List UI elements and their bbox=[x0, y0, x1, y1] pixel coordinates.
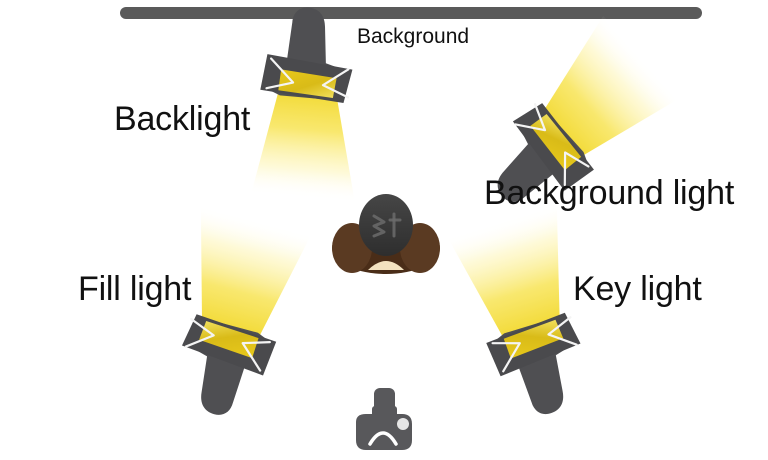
background-light-beam bbox=[536, 15, 679, 162]
label-background: Background bbox=[357, 25, 470, 48]
key-light-beam bbox=[447, 204, 560, 347]
background-light-housing bbox=[497, 103, 594, 202]
fill-light-beam bbox=[200, 205, 311, 347]
subject-hair bbox=[359, 194, 413, 256]
fill-light-housing bbox=[182, 314, 277, 415]
label-key-light: Key light bbox=[573, 270, 702, 308]
key-light-fixture[interactable] bbox=[360, 168, 685, 460]
label-backlight: Backlight bbox=[114, 100, 251, 138]
label-fill-light: Fill light bbox=[78, 270, 192, 308]
backlight-beam bbox=[251, 81, 355, 203]
key-light-housing bbox=[486, 312, 581, 415]
subject-face bbox=[368, 261, 404, 270]
backlight-housing bbox=[260, 7, 353, 103]
background-rail bbox=[120, 7, 702, 19]
subject-top-view bbox=[330, 192, 442, 276]
fill-light-fixture[interactable] bbox=[81, 171, 399, 460]
label-background-light: Background light bbox=[484, 174, 735, 212]
camera-top-view bbox=[350, 388, 418, 452]
backlight-fixture[interactable] bbox=[157, 0, 439, 236]
background-light-fixture[interactable] bbox=[386, 0, 753, 324]
